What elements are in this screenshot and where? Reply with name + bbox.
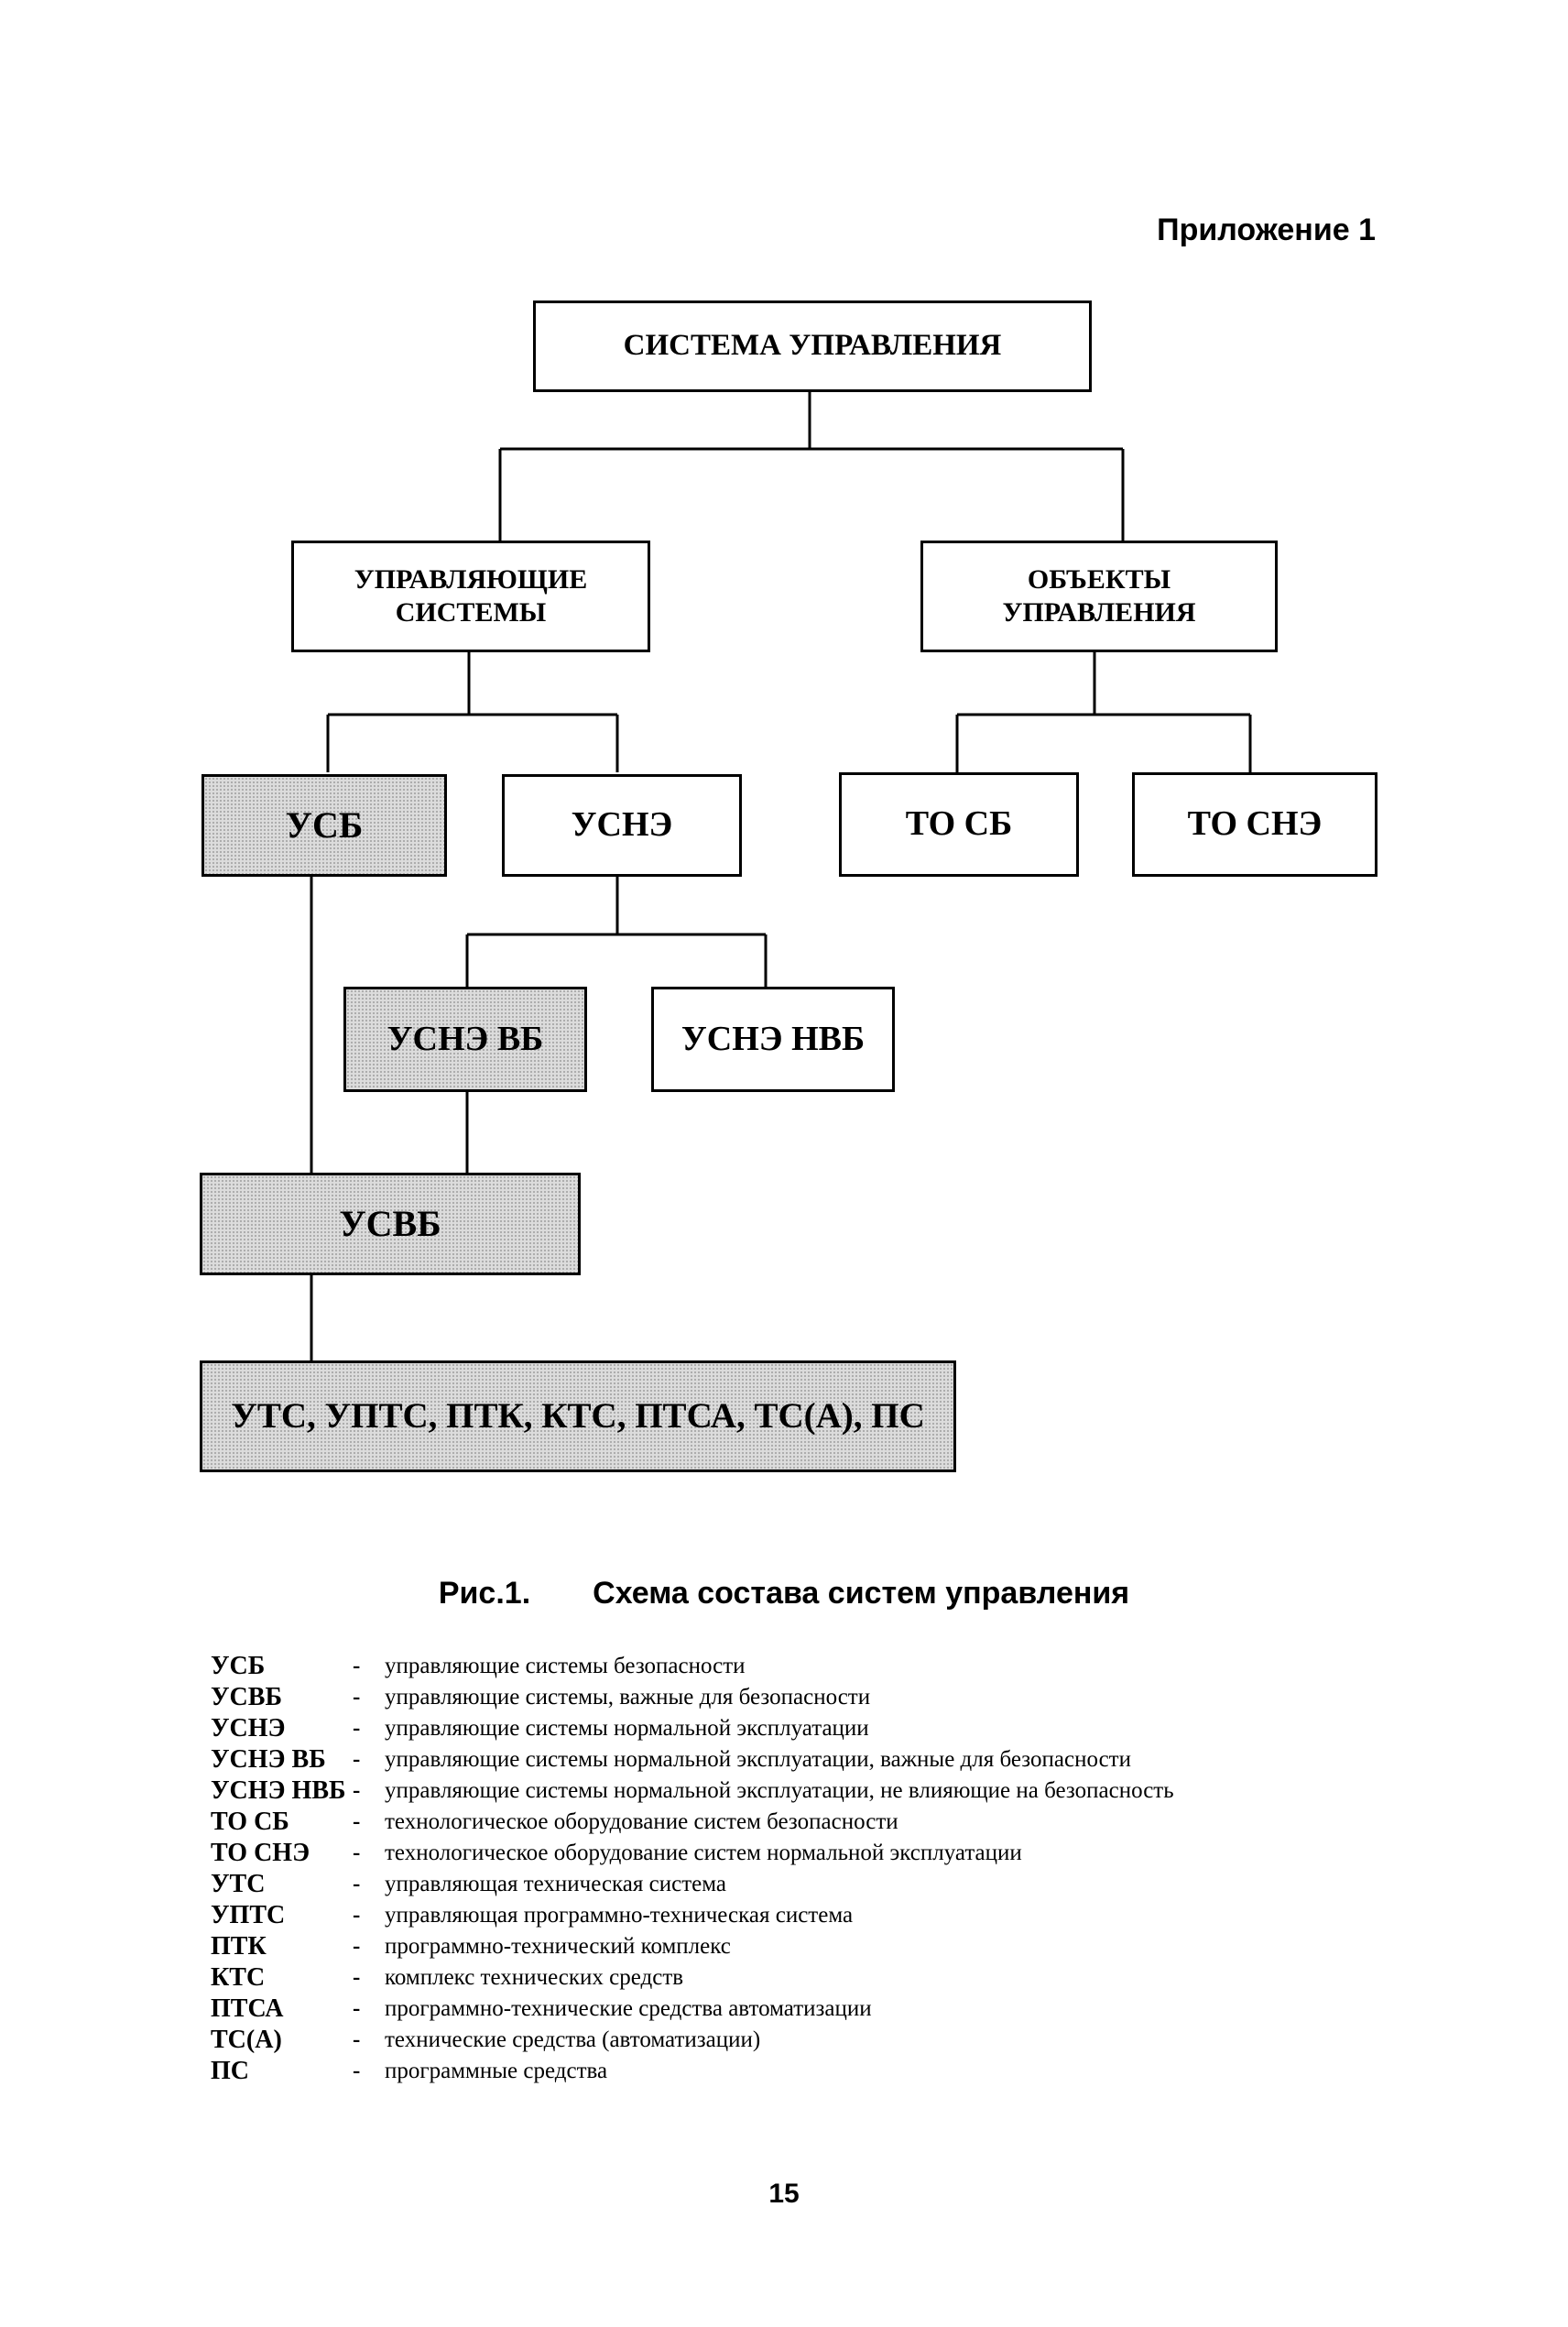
legend-definition: управляющие системы, важные для безопасн… (385, 1685, 871, 1710)
legend-abbreviation: УСНЭ (211, 1714, 286, 1743)
legend-abbreviation: ТС(А) (211, 2026, 282, 2054)
legend-definition: управляющая программно-техническая систе… (385, 1903, 854, 1928)
box-usne: УСНЭ (502, 774, 742, 877)
legend-dash: - (353, 1716, 361, 1741)
legend-definition: комплекс технических средств (385, 1965, 684, 1990)
legend-abbreviation: ПТСА (211, 1994, 284, 2023)
box-usne-nvb: УСНЭ НВБ (651, 987, 895, 1092)
legend-abbreviation: УПТС (211, 1901, 286, 1929)
legend-dash: - (353, 1934, 361, 1959)
legend-dash: - (353, 1841, 361, 1865)
figure-title: Схема состава систем управления (593, 1576, 1130, 1611)
legend-dash: - (353, 1809, 361, 1834)
box-usvb: УСВБ (200, 1173, 581, 1275)
legend-dash: - (353, 2059, 361, 2083)
box-to-sb: ТО СБ (839, 772, 1079, 877)
appendix-label: Приложение 1 (1157, 213, 1376, 247)
legend-dash: - (353, 1872, 361, 1896)
box-control-objects: ОБЪЕКТЫ УПРАВЛЕНИЯ (920, 541, 1278, 652)
legend-dash: - (353, 1654, 361, 1678)
legend-dash: - (353, 2027, 361, 2052)
legend-abbreviation: ПС (211, 2057, 249, 2085)
legend-definition: технологическое оборудование систем безо… (385, 1809, 898, 1834)
legend-abbreviation: КТС (211, 1963, 266, 1992)
legend-definition: программно-технические средства автомати… (385, 1996, 872, 2021)
box-usb: УСБ (201, 774, 447, 877)
legend-definition: программные средства (385, 2059, 608, 2083)
legend-definition: программно-технический комплекс (385, 1934, 731, 1959)
box-control-systems: УПРАВЛЯЮЩИЕ СИСТЕМЫ (291, 541, 650, 652)
legend-definition: технологическое оборудование систем норм… (385, 1841, 1022, 1865)
box-control-system: СИСТЕМА УПРАВЛЕНИЯ (533, 300, 1092, 392)
legend-definition: управляющие системы нормальной эксплуата… (385, 1778, 1174, 1803)
page-number: 15 (768, 2179, 800, 2209)
legend-definition: технические средства (автоматизации) (385, 2027, 761, 2052)
legend-definition: управляющие системы нормальной эксплуата… (385, 1747, 1131, 1772)
legend-abbreviation: ТО СБ (211, 1808, 289, 1836)
legend-abbreviation: ТО СНЭ (211, 1839, 310, 1867)
legend-definition: управляющие системы нормальной эксплуата… (385, 1716, 869, 1741)
legend-dash: - (353, 1965, 361, 1990)
legend-definition: управляющая техническая система (385, 1872, 726, 1896)
legend-abbreviation: УСБ (211, 1652, 266, 1680)
legend-abbreviation: УСНЭ НВБ (211, 1776, 346, 1805)
legend-dash: - (353, 1778, 361, 1803)
figure-number: Рис.1. (438, 1576, 531, 1611)
legend-definition: управляющие системы безопасности (385, 1654, 746, 1678)
legend-dash: - (353, 1903, 361, 1928)
legend-dash: - (353, 1747, 361, 1772)
box-usne-vb: УСНЭ ВБ (343, 987, 587, 1092)
legend-dash: - (353, 1685, 361, 1710)
legend-dash: - (353, 1996, 361, 2021)
legend-abbreviation: УСВБ (211, 1683, 282, 1711)
legend-abbreviation: УТС (211, 1870, 266, 1898)
legend-abbreviation: ПТК (211, 1932, 267, 1961)
box-components: УТС, УПТС, ПТК, КТС, ПТСА, ТС(А), ПС (200, 1360, 956, 1472)
box-to-sne: ТО СНЭ (1132, 772, 1377, 877)
legend-abbreviation: УСНЭ ВБ (211, 1745, 326, 1774)
figure-caption: Рис.1. Схема состава систем управления (0, 1576, 1568, 1611)
